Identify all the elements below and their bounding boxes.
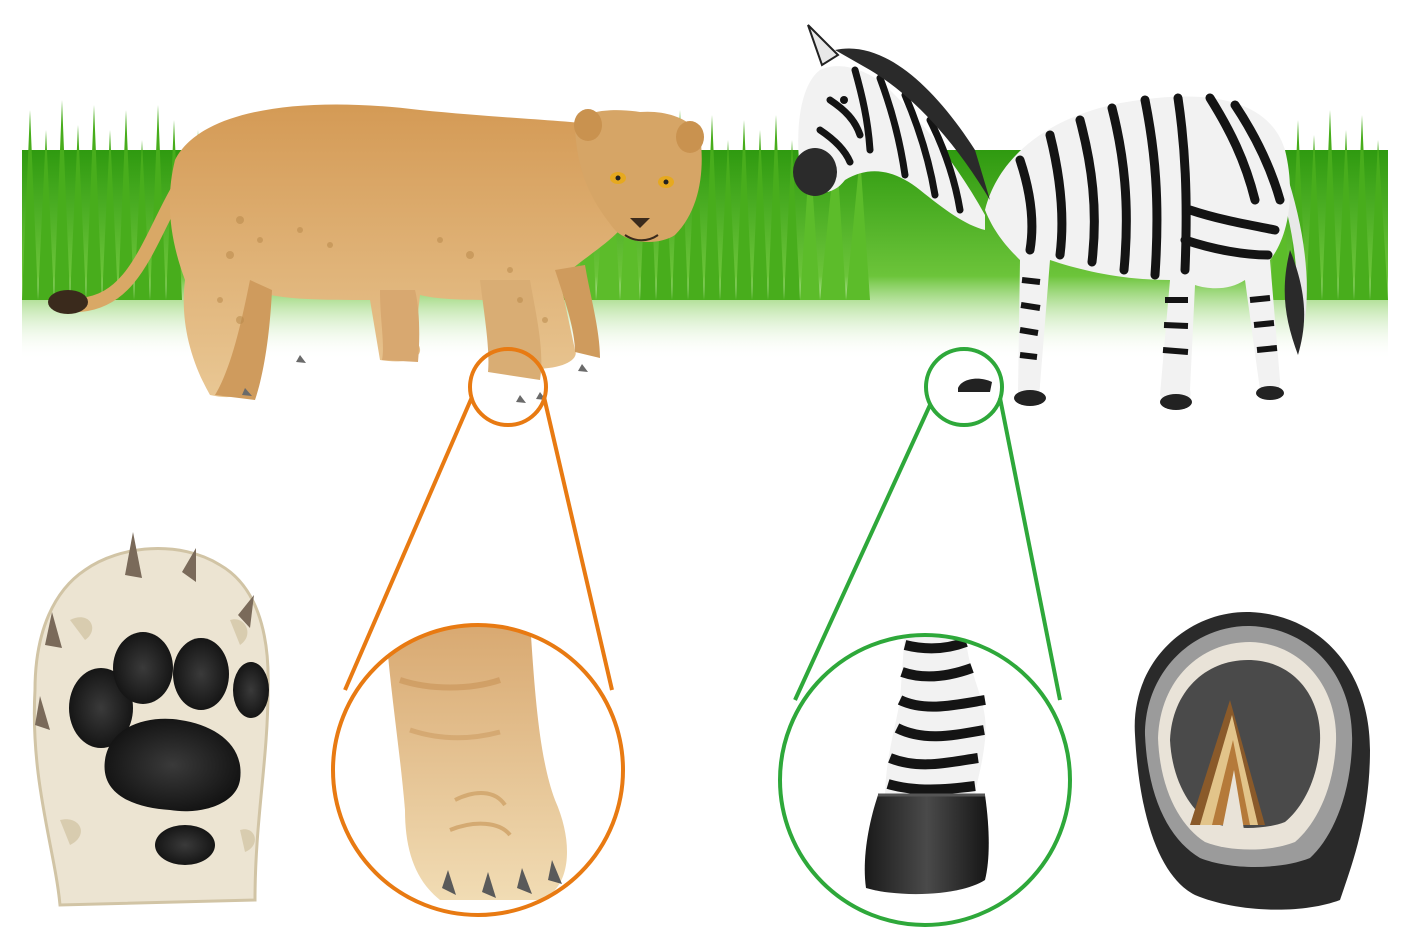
lion-foot-closeup <box>333 620 623 915</box>
hoof-sole-icon <box>1135 612 1370 910</box>
zebra-foot-closeup <box>780 630 1070 925</box>
paw-pad-icon <box>34 532 269 905</box>
